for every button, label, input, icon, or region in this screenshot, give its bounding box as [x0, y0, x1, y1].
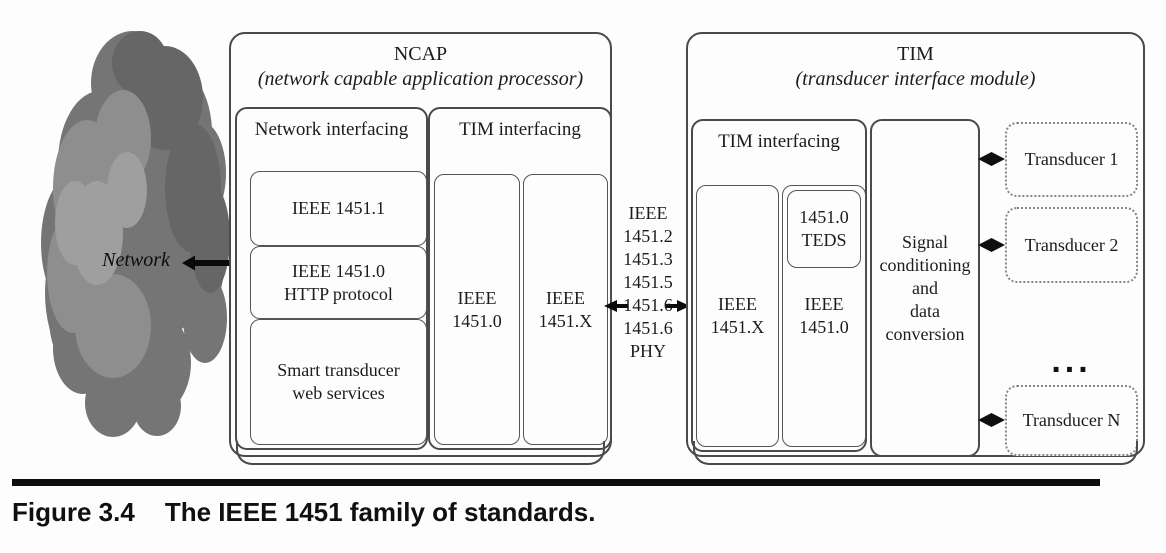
caption-divider	[12, 479, 1100, 486]
ncap-tim-interfacing-box: TIM interfacing IEEE 1451.0 IEEE 1451.X	[428, 107, 612, 450]
ncap-ieee-1451-0-column: IEEE 1451.0	[434, 174, 520, 445]
transducer-n-box: Transducer N	[1005, 385, 1138, 456]
network-cloud	[41, 31, 230, 437]
tim-box: TIM (transducer interface module) TIM in…	[686, 32, 1145, 465]
signal-conditioning-box: Signal conditioning and data conversion	[870, 119, 980, 457]
transducer-2-connector-icon	[978, 238, 1005, 252]
tim-subtitle: (transducer interface module)	[795, 68, 1036, 90]
tim-title: TIM	[897, 43, 934, 65]
network-interfacing-header: Network interfacing	[254, 119, 409, 140]
transducer-1-connector-icon	[978, 152, 1005, 166]
network-ncap-arrow-icon	[182, 255, 242, 271]
figure-caption-text: The IEEE 1451 family of standards.	[164, 497, 596, 527]
ncap-box: NCAP (network capable application proces…	[229, 32, 612, 465]
ncap-title-block: NCAP (network capable application proces…	[231, 42, 610, 92]
transducer-ellipsis: ...	[1051, 342, 1092, 380]
transducer-1-box: Transducer 1	[1005, 122, 1138, 197]
transducer-2-box: Transducer 2	[1005, 207, 1138, 283]
smart-transducer-web-services-box: Smart transducer web services	[250, 319, 427, 445]
tim-title-block: TIM (transducer interface module)	[688, 42, 1143, 92]
transducer-n-connector-icon	[978, 413, 1005, 427]
network-label: Network	[102, 249, 170, 271]
ncap-tim-interfacing-header: TIM interfacing	[459, 119, 581, 140]
ieee-1451-1-box: IEEE 1451.1	[250, 171, 427, 246]
figure-caption: Figure 3.4 The IEEE 1451 family of standa…	[12, 497, 595, 528]
ncap-ieee-1451-x-column: IEEE 1451.X	[523, 174, 608, 445]
figure-caption-label: Figure 3.4	[12, 497, 135, 527]
ncap-subtitle: (network capable application processor)	[257, 68, 584, 90]
ncap-title: NCAP	[393, 43, 448, 65]
link-arrow-left-icon	[604, 300, 628, 312]
tim-tim-interfacing-header: TIM interfacing	[718, 131, 840, 152]
tim-ieee-1451-x-column: IEEE 1451.X	[696, 185, 779, 447]
link-arrow-right-icon	[666, 300, 690, 312]
tim-tim-interfacing-box: TIM interfacing IEEE 1451.X IEEE 1451.0 …	[691, 119, 867, 452]
ieee-1451-0-http-box: IEEE 1451.0 HTTP protocol	[250, 246, 427, 319]
link-standards-list: IEEE 1451.2 1451.3 1451.5 1451.6 1451.6 …	[623, 203, 673, 361]
teds-box: 1451.0 TEDS	[787, 190, 861, 268]
network-interfacing-box: Network interfacing IEEE 1451.1 IEEE 145…	[235, 107, 428, 450]
